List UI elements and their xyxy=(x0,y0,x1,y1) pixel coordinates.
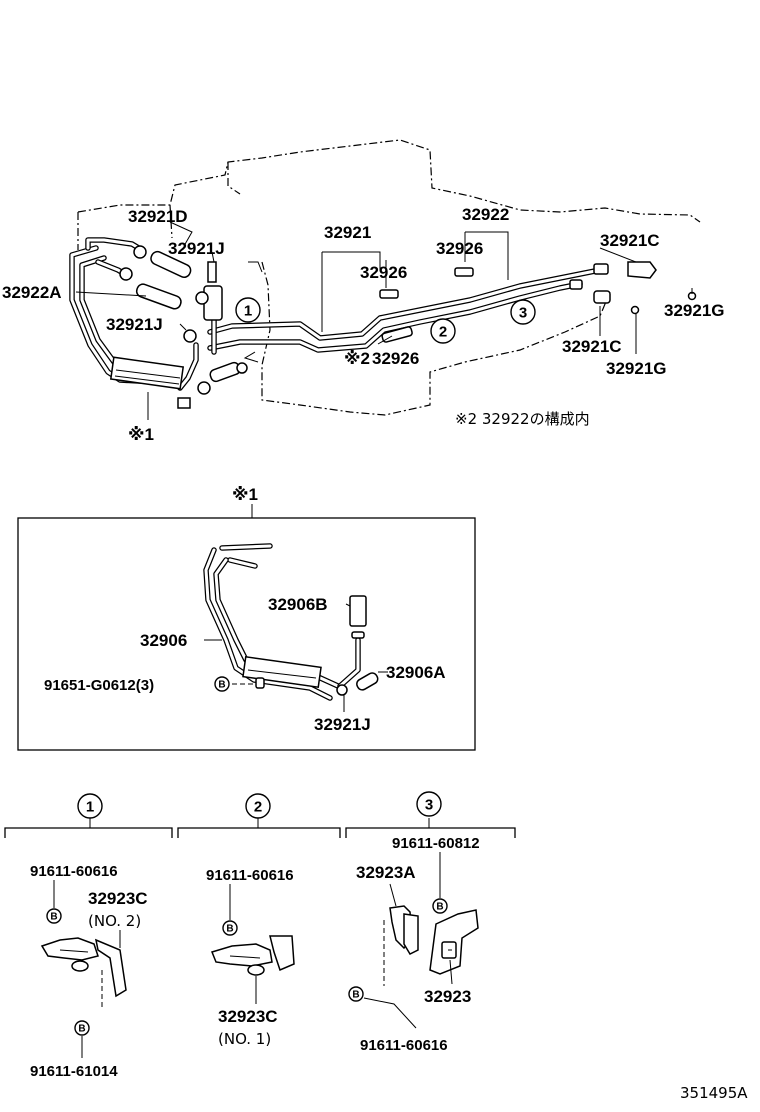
svg-text:B: B xyxy=(352,990,359,1001)
label-32921J-detail: 32921J xyxy=(314,715,371,734)
label-32921C-bottom: 32921C xyxy=(562,337,622,356)
callout-1: 1 xyxy=(235,297,261,323)
label-32906B: 32906B xyxy=(268,595,328,614)
g3-bolt-top-marker: B xyxy=(432,898,448,914)
callout-1-text: 1 xyxy=(244,303,252,320)
g1-bolt-bottom-marker: B xyxy=(74,1020,90,1036)
label-32906: 32906 xyxy=(140,631,187,650)
g1-part-label: 32923C xyxy=(88,889,148,908)
g2-part-note: (NO. 1) xyxy=(218,1030,271,1048)
g2-bolt-top-marker: B xyxy=(222,920,238,936)
g1-bolt-top-marker: B xyxy=(46,908,62,924)
bolt-marker-detail: B xyxy=(214,676,230,692)
g3-bolt-bottom-label: 91611-60616 xyxy=(360,1037,448,1054)
detail-box-title: ※1 xyxy=(232,485,258,504)
svg-text:3: 3 xyxy=(425,797,433,814)
label-32906A: 32906A xyxy=(386,663,446,682)
svg-text:B: B xyxy=(50,912,57,923)
leader-lines-top xyxy=(75,221,693,420)
note-mark-1: ※1 xyxy=(128,425,154,444)
svg-text:1: 1 xyxy=(86,799,94,816)
callout-3: 3 xyxy=(510,299,536,325)
g1-part-note: (NO. 2) xyxy=(88,912,141,930)
label-32921C-top: 32921C xyxy=(600,231,660,250)
label-32922A: 32922A xyxy=(2,283,62,302)
label-32921J-top: 32921J xyxy=(168,239,225,258)
note-2-text: ※2 32922の構成内 xyxy=(455,410,590,428)
callout-2-text: 2 xyxy=(439,324,447,341)
label-32926-a: 32926 xyxy=(436,239,483,258)
callout-3-text: 3 xyxy=(519,305,527,322)
svg-text:B: B xyxy=(436,902,443,913)
clamp-group-1: 91611-60616 32923C (NO. 2) B B 91611-610… xyxy=(30,863,148,1080)
g3-bolt-top-label: 91611-60812 xyxy=(392,835,480,852)
clamp-group-1-number: 1 xyxy=(77,793,103,819)
label-32921: 32921 xyxy=(324,223,371,242)
g1-bolt-top-label: 91611-60616 xyxy=(30,863,118,880)
oil-cooler-pipes xyxy=(69,237,697,409)
figure-code: 351495A xyxy=(680,1084,748,1102)
label-32921G-right: 32921G xyxy=(664,301,725,320)
label-32921J-mid: 32921J xyxy=(106,315,163,334)
note-mark-2: ※2 xyxy=(344,349,370,368)
label-32921G-bottom: 32921G xyxy=(606,359,667,378)
svg-text:B: B xyxy=(78,1024,85,1035)
svg-text:2: 2 xyxy=(254,799,262,816)
g1-bolt-bottom-label: 91611-61014 xyxy=(30,1063,118,1080)
clamp-group-2: 91611-60616 B 32923C (NO. 1) xyxy=(206,867,295,1048)
label-32921D: 32921D xyxy=(128,207,188,226)
g3-part-a-label: 32923A xyxy=(356,863,416,882)
label-32922: 32922 xyxy=(462,205,509,224)
g3-part-b-label: 32923 xyxy=(424,987,471,1006)
label-91651-G0612: 91651-G0612(3) xyxy=(44,677,154,694)
label-32926-c: 32926 xyxy=(372,349,419,368)
detail-box: ※1 32906B 32906 32906A 91651-G0612(3) xyxy=(17,485,476,751)
svg-text:B: B xyxy=(218,680,225,691)
g2-part-label: 32923C xyxy=(218,1007,278,1026)
svg-text:B: B xyxy=(226,924,233,935)
clamp-group-2-number: 2 xyxy=(245,793,271,819)
g3-bolt-bottom-marker: B xyxy=(348,986,364,1002)
clamp-group-3: 91611-60812 32923A B 32923 B 91611-60616 xyxy=(348,835,480,1054)
label-32926-b: 32926 xyxy=(360,263,407,282)
clamp-group-3-number: 3 xyxy=(416,791,442,817)
callout-2: 2 xyxy=(430,318,456,344)
clamp-group-brackets xyxy=(4,818,516,838)
g2-bolt-top-label: 91611-60616 xyxy=(206,867,294,884)
